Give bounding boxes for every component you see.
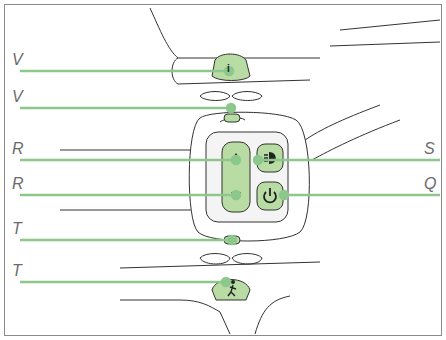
callout-letter: T (12, 221, 22, 237)
leader-lines (20, 67, 440, 286)
callout-letter: V (12, 52, 23, 68)
frame (5, 5, 442, 336)
callout-letter: T (12, 263, 22, 279)
callout-letter: S (424, 141, 435, 157)
handlebar-bottom-view (120, 254, 320, 335)
callout-letter: R (12, 176, 24, 192)
callout-letter: Q (424, 176, 436, 192)
remote-body (60, 105, 400, 244)
button-icon: i (227, 64, 230, 74)
callout-letter: R (12, 141, 24, 157)
callout-letter: V (12, 89, 23, 105)
handlebar-top-view (150, 8, 440, 101)
